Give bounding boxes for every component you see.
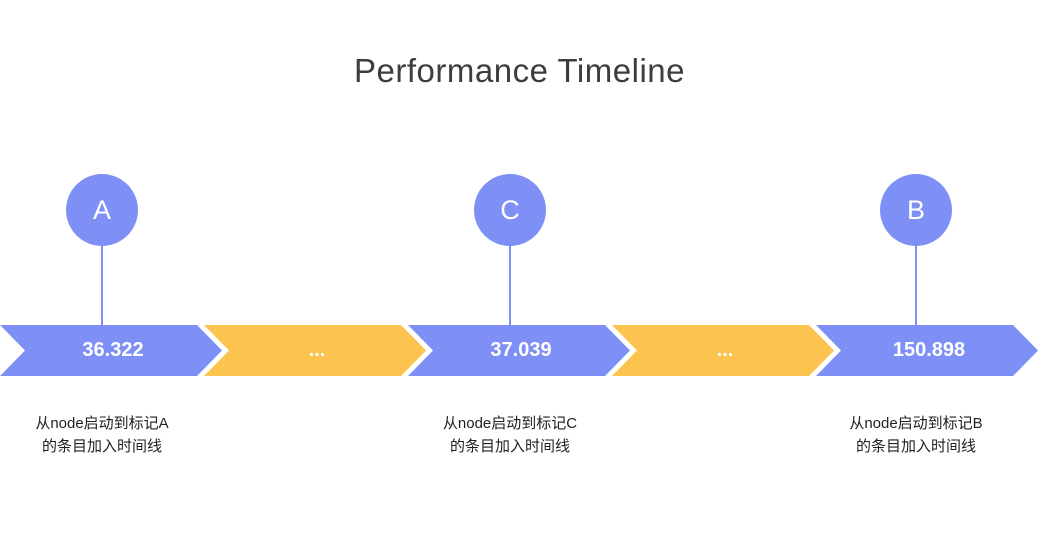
caption-b-line1: 从node启动到标记B [849,415,983,432]
timeline-segment-value-b: 150.898 [816,325,1038,376]
caption-c: 从node启动到标记C 的条目加入时间线 [395,412,625,458]
marker-stem-c [509,245,511,326]
segment-value-c-label: 37.039 [490,339,552,361]
timeline-segment-gap-1: ... [204,325,426,376]
timeline-segment-gap-2: ... [612,325,834,376]
caption-a: 从node启动到标记A 的条目加入时间线 [0,412,217,458]
marker-circle-a: A [66,174,138,246]
diagram-title: Performance Timeline [354,52,685,89]
caption-a-line2: 的条目加入时间线 [41,438,162,455]
marker-stem-a [101,245,103,326]
caption-c-line1: 从node启动到标记C [442,415,578,432]
segment-gap-1-label: ... [308,339,326,361]
segment-value-b-label: 150.898 [892,339,966,361]
marker-letter-c: C [500,194,520,225]
caption-b: 从node启动到标记B 的条目加入时间线 [801,412,1031,458]
timeline-segment-value-a: 36.322 [0,325,222,376]
caption-c-line2: 的条目加入时间线 [449,438,570,455]
caption-a-line1: 从node启动到标记A [35,415,169,432]
segment-value-a-label: 36.322 [82,339,144,361]
marker-stem-b [915,245,917,326]
caption-b-line2: 的条目加入时间线 [855,438,976,455]
marker-circle-c: C [474,174,546,246]
marker-letter-a: A [92,194,111,225]
timeline-segment-value-c: 37.039 [408,325,630,376]
marker-circle-b: B [880,174,952,246]
segment-gap-2-label: ... [716,339,734,361]
marker-letter-b: B [906,194,925,225]
